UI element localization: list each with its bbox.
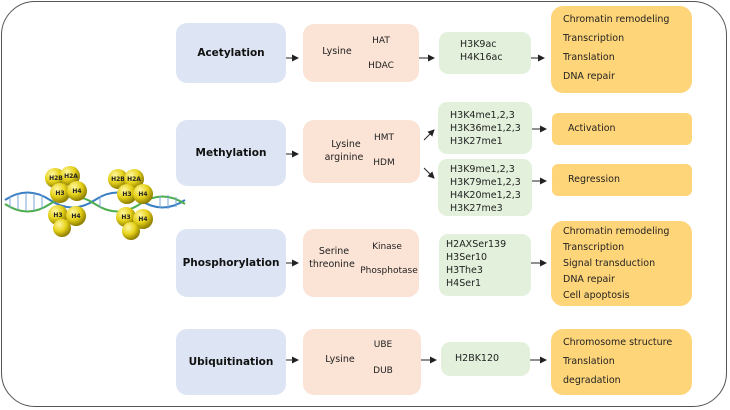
effect-regression: Regression <box>568 174 620 185</box>
arrow-methylation-up <box>423 129 435 141</box>
dna-helix <box>4 191 186 213</box>
methylation-enzyme-forward: HMT <box>373 133 395 143</box>
histone-mark: H3K4me1,2,3 <box>450 110 515 121</box>
phosphorylation-enzyme-box <box>303 229 419 297</box>
histone-label: H4 <box>72 188 82 195</box>
histone-mark: H3K79me1,2,3 <box>450 177 521 188</box>
phosphorylation-substrate-1: Serine <box>318 246 350 257</box>
phosphorylation-effects-box: Chromatin remodeling Transcription Signa… <box>551 221 692 306</box>
histone-label: H3 <box>121 214 131 221</box>
histone-label: H4 <box>138 191 148 198</box>
effect-item: Chromatin remodeling <box>563 226 670 237</box>
histone-label: H3 <box>55 190 65 197</box>
effect-item: Cell apoptosis <box>563 290 630 301</box>
histone-label: H4 <box>138 216 148 223</box>
histone-mark: H3K27me3 <box>450 203 503 214</box>
phosphorylation-label: Phosphorylation <box>182 257 280 269</box>
ubiquitination-enzyme-reverse: DUB <box>373 366 393 376</box>
histone-label: H2B <box>111 176 125 183</box>
methylation-enzyme-reverse: HDM <box>373 158 395 168</box>
histone-mark: H2AXSer139 <box>446 239 507 250</box>
effect-item: Chromatin remodeling <box>563 14 670 25</box>
acetylation-marks-box: H3K9ac H4K16ac <box>439 32 531 74</box>
phosphorylation-type-box: Phosphorylation <box>176 229 286 297</box>
phosphorylation-enzyme-reverse: Phosphotase <box>360 266 418 276</box>
acetylation-effects-box: Chromatin remodeling Transcription Trans… <box>551 6 692 93</box>
methylation-enzyme-box <box>303 120 420 183</box>
effect-item: DNA repair <box>563 274 615 285</box>
effect-item: Chromosome structure <box>563 337 673 348</box>
effect-activation: Activation <box>568 123 616 134</box>
phosphorylation-marks-box: H2AXSer139 H3Ser10 H3The3 H4Ser1 <box>439 234 531 296</box>
histone-label: H2A <box>127 176 141 183</box>
phosphorylation-enzyme-forward: Kinase <box>372 242 402 252</box>
effect-item: Transcription <box>563 33 625 44</box>
methylation-substrate-2: arginine <box>324 152 364 163</box>
effect-item: Translation <box>563 52 615 63</box>
histone-mark: H3K36me1,2,3 <box>450 123 521 134</box>
ubiquitination-effects-box: Chromosome structure Translation degrada… <box>551 329 692 395</box>
effect-item: degradation <box>563 375 621 386</box>
methylation-type-box: Methylation <box>176 120 286 186</box>
histone-label: H3 <box>122 191 132 198</box>
arrow-methylation-down <box>423 167 435 179</box>
histone-label: H3 <box>53 212 63 219</box>
methylation-label: Methylation <box>195 147 267 159</box>
methylation-substrate-1: Lysine <box>331 139 361 150</box>
acetylation-enzyme-forward: HAT <box>372 36 390 46</box>
histone-mark: H3K27me1 <box>450 136 503 147</box>
effect-item: Signal transduction <box>563 258 656 269</box>
effect-item: Transcription <box>563 242 625 253</box>
effect-item: DNA repair <box>563 71 615 82</box>
ubiquitination-enzyme-forward: UBE <box>373 340 393 350</box>
ubiquitination-marks-box: H2BK120 <box>441 342 530 376</box>
phosphorylation-substrate-2: threonine <box>309 259 355 270</box>
effect-item: Translation <box>563 356 615 367</box>
histone-mark: H4K20me1,2,3 <box>450 190 521 201</box>
nucleosome-left <box>45 166 87 237</box>
acetylation-type-box: Acetylation <box>176 23 286 83</box>
methylation-activation-marks-box: H3K4me1,2,3 H3K36me1,2,3 H3K27me1 <box>438 102 532 154</box>
acetylation-enzyme-reverse: HDAC <box>368 61 394 71</box>
ubiquitination-label: Ubiquitination <box>188 356 274 368</box>
histone-mark: H4Ser1 <box>446 278 482 289</box>
histone-mark: H3The3 <box>446 265 483 276</box>
histone-mark: H3K9me1,2,3 <box>450 164 515 175</box>
ubiquitination-substrate: Lysine <box>325 354 355 365</box>
histone-mark: H3Ser10 <box>446 252 488 263</box>
histone-label: H2A <box>64 173 78 180</box>
activation-effect-box: Activation <box>552 113 692 145</box>
acetylation-substrate: Lysine <box>322 46 352 57</box>
histone-label: H2B <box>49 175 63 182</box>
acetylation-label: Acetylation <box>197 47 265 59</box>
regression-effect-box: Regression <box>552 164 692 196</box>
methylation-regression-marks-box: H3K9me1,2,3 H3K79me1,2,3 H4K20me1,2,3 H3… <box>438 159 532 216</box>
ubiquitination-type-box: Ubiquitination <box>176 329 286 395</box>
acetylation-enzyme-box <box>303 24 419 82</box>
histone-label: H4 <box>71 213 81 220</box>
ubiquitination-enzyme-box <box>303 329 421 395</box>
nucleosome-right <box>108 169 153 240</box>
histone-mark: H4K16ac <box>460 52 503 63</box>
histone-mark: H3K9ac <box>460 39 497 50</box>
histone-mark: H2BK120 <box>455 353 500 364</box>
